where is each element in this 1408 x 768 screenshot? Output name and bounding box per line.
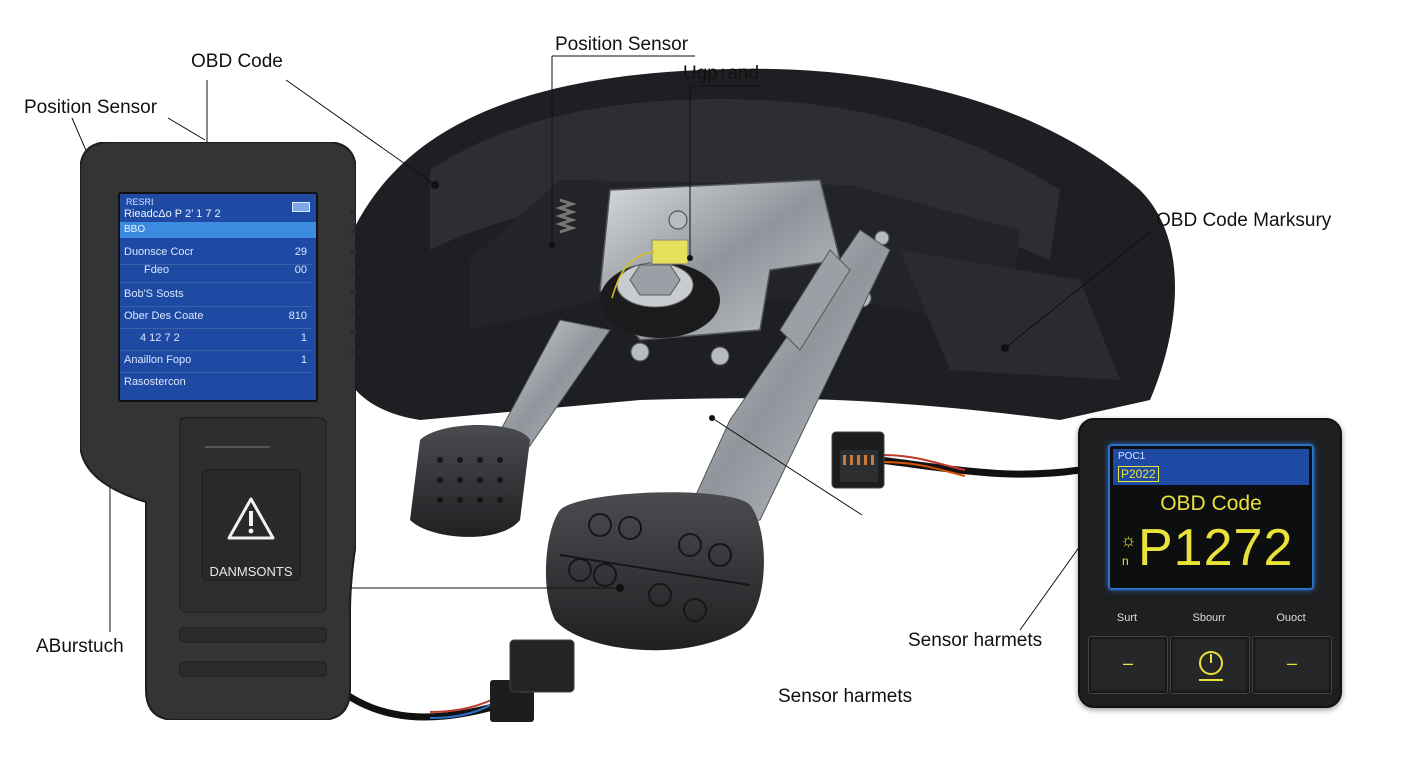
display-button-label: Ouoct [1276, 612, 1306, 624]
scanner-title-line: RieadcΔo P 2’ 1 7 2 [124, 208, 221, 220]
harness-cable-left [337, 687, 501, 721]
callout-obd-code-marksury: OBD Code Marksury [1156, 210, 1332, 231]
scanner-row-label: Rasostercon [124, 376, 186, 388]
scanner-row[interactable]: 4 12 7 2 1 [120, 328, 313, 351]
scanner-row-value: 29 [294, 246, 307, 258]
display-code-small: P2022 [1118, 466, 1159, 482]
display-button-right[interactable]: – [1252, 636, 1332, 694]
scanner-row-value: 1 [300, 332, 307, 344]
scanner-row[interactable]: Rasostercon [120, 372, 313, 394]
scanner-row-label: 4 12 7 2 [140, 332, 180, 344]
display-side-symbol: ☼ [1120, 530, 1137, 550]
dash-symbol: – [1122, 653, 1133, 673]
scanner-row-label: Ober Des Coate [124, 310, 204, 322]
scanner-header: RESRI [126, 197, 154, 207]
scanner-row-value: 810 [288, 310, 307, 322]
scanner-row[interactable]: Duonsce Cocr 29 [120, 242, 313, 265]
power-icon [1199, 651, 1223, 681]
code-display-module: POC1 P2022 OBD Code ☼ n P1272 Surt Sbour… [1078, 418, 1342, 708]
scanner-row[interactable]: Bob'S Sosts [120, 284, 313, 307]
callout-abstuch: ABurstuch [36, 636, 124, 657]
scanner-row-label: Duonsce Cocr [124, 246, 194, 258]
scanner-highlight-row[interactable]: BBO [120, 222, 316, 238]
callout-ugpand: Ugp↑and [683, 63, 760, 84]
display-button-power[interactable] [1170, 636, 1250, 694]
harness-connector-right [831, 431, 885, 489]
scanner-row[interactable]: Anaillon Fopo 1 [120, 350, 313, 373]
callout-position-sensor-top: Position Sensor [555, 34, 689, 55]
display-button-left[interactable]: – [1088, 636, 1168, 694]
harness-connector-left [490, 639, 575, 722]
sensor-connector [651, 239, 689, 265]
code-display-screen: POC1 P2022 OBD Code ☼ n P1272 [1108, 444, 1314, 590]
display-small-label: POC1 [1118, 451, 1146, 462]
obd-scanner-device: RESRI RieadcΔo P 2’ 1 7 2 BBO Duonsce Co… [80, 142, 356, 720]
display-error-code: P1272 [1138, 519, 1294, 577]
return-spring [555, 198, 577, 234]
scanner-row[interactable]: Ober Des Coate 810 [120, 306, 313, 329]
display-button-label: Sbourr [1192, 612, 1226, 624]
warning-triangle-icon [227, 497, 275, 540]
scanner-row-value: 1 [300, 354, 307, 366]
harness-cable-right [879, 456, 1081, 478]
scanner-screen: RESRI RieadcΔo P 2’ 1 7 2 BBO Duonsce Co… [118, 192, 318, 402]
display-header-bar [1113, 449, 1309, 485]
display-side-text: n [1122, 554, 1129, 568]
scanner-row-label: Anaillon Fopo [124, 354, 192, 366]
callout-sensor-harness-right: Sensor harmets [908, 630, 1043, 651]
scanner-row-label: Fdeo [144, 264, 170, 276]
callout-position-sensor-left: Position Sensor [24, 97, 158, 118]
dash-symbol: – [1286, 653, 1297, 673]
display-title: OBD Code [1160, 492, 1262, 515]
brake-pedal-pad [410, 425, 530, 537]
display-button-label: Surt [1116, 612, 1138, 624]
scanner-row-label: Bob'S Sosts [124, 288, 184, 300]
scanner-row-value: 00 [294, 264, 307, 276]
scanner-warning-label: DANMSONTS [209, 564, 293, 579]
scanner-battery-icon [292, 202, 310, 212]
callout-sensor-harness-bottom: Sensor harmets [778, 686, 913, 707]
callout-obd-code: OBD Code [191, 51, 283, 72]
scanner-row[interactable]: Fdeo 00 [120, 260, 313, 283]
accelerator-pedal-pad [545, 492, 764, 651]
scanner-highlight-label: BBO [124, 224, 146, 235]
